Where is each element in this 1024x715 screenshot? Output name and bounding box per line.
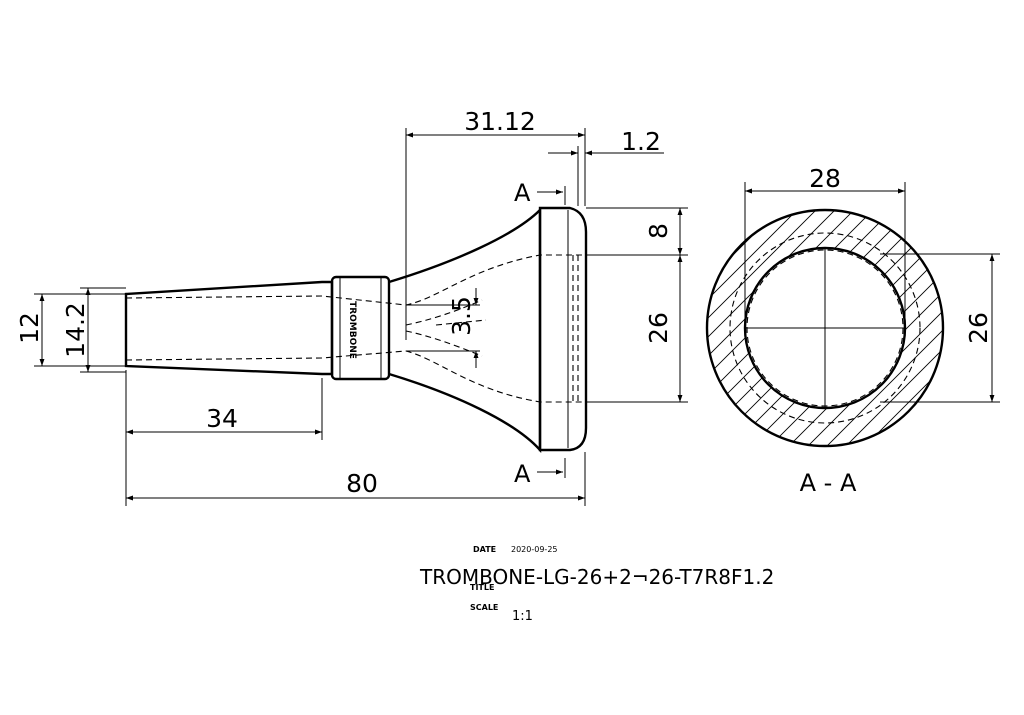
dim-cup-diameter: 26 xyxy=(644,312,673,344)
hatch-line xyxy=(890,210,943,446)
title-block: DATE 2020-09-25 TITLE TROMBONE-LG-26+2¬2… xyxy=(419,545,774,624)
section-marker-bottom: A xyxy=(514,460,531,488)
date-label: DATE xyxy=(473,545,496,554)
hatch-line xyxy=(814,210,943,446)
hatch-line xyxy=(707,210,810,446)
hatch-line xyxy=(795,210,943,446)
hatch-line xyxy=(707,210,848,446)
section-label: A - A xyxy=(800,469,857,497)
hatch-line xyxy=(707,210,734,446)
cup-hidden-line xyxy=(435,319,487,326)
date-value: 2020-09-25 xyxy=(511,545,558,554)
hatch-line xyxy=(707,210,753,446)
dim-shank-outer: 14.2 xyxy=(61,302,90,358)
dim-rim-width: 8 xyxy=(644,223,673,239)
title-value: TROMBONE-LG-26+2¬26-T7R8F1.2 xyxy=(419,565,774,589)
dim-cup-depth: 31.12 xyxy=(464,107,536,136)
engraved-collar xyxy=(330,275,391,381)
section-marker-top: A xyxy=(514,179,531,207)
scale-value: 1:1 xyxy=(512,609,533,624)
hatch-line xyxy=(707,210,772,446)
title-label: TITLE xyxy=(470,583,494,592)
dim-overall-length: 80 xyxy=(346,469,378,498)
hatch-line xyxy=(776,210,943,446)
dim-stem-length: 34 xyxy=(206,404,238,433)
rim-outline xyxy=(538,206,588,452)
dim-section-inner: 26 xyxy=(964,312,993,344)
hatch-line xyxy=(833,210,943,446)
hatch-line xyxy=(707,210,867,446)
section-hatching xyxy=(707,210,943,446)
dim-throat: 3.5 xyxy=(447,296,476,336)
section-view: 28 26 A - A xyxy=(705,164,1000,497)
section-outer-circle xyxy=(705,208,945,448)
hatch-line xyxy=(707,210,829,446)
hatch-line xyxy=(852,210,943,446)
dim-section-outer: 28 xyxy=(809,164,841,193)
scale-label: SCALE xyxy=(470,603,498,612)
hatch-line xyxy=(707,210,715,446)
engraving-text: TROMBONE xyxy=(347,301,357,359)
side-view: TROMBONE A A xyxy=(15,107,688,506)
dim-rim-offset: 1.2 xyxy=(621,127,661,156)
bore-hidden-line xyxy=(125,254,586,306)
dim-shank-inner: 12 xyxy=(15,312,44,344)
section-hidden-circle xyxy=(729,232,921,424)
